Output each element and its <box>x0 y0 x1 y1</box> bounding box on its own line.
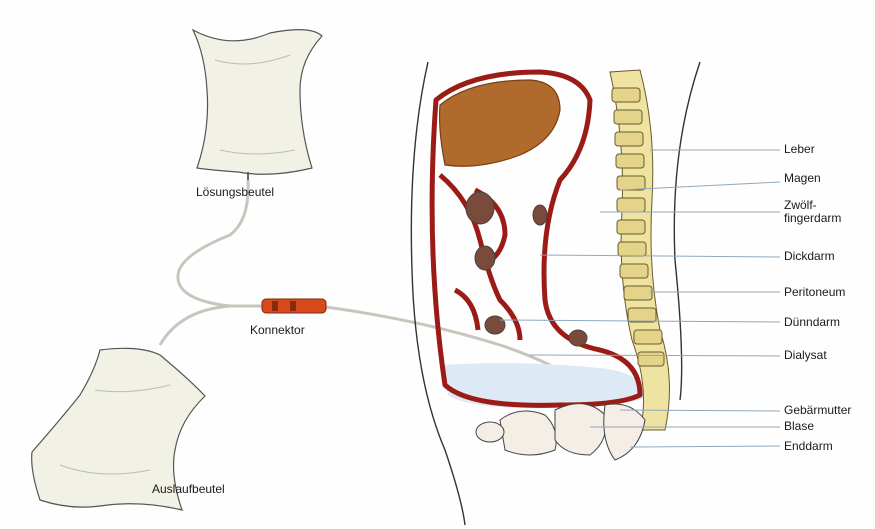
label-blase: Blase <box>784 420 814 433</box>
solution-bag <box>193 30 322 180</box>
liver <box>440 80 560 166</box>
label-fingerdarm: fingerdarm <box>784 212 841 225</box>
drain-bag-label: Auslaufbeutel <box>152 483 225 496</box>
label-leber: Leber <box>784 143 815 156</box>
connector-label: Konnektor <box>250 324 305 337</box>
label-enddarm: Enddarm <box>784 440 833 453</box>
label-magen: Magen <box>784 172 821 185</box>
label-duenndarm: Dünndarm <box>784 316 840 329</box>
label-dialysat: Dialysat <box>784 349 827 362</box>
pelvic-organs <box>476 404 645 460</box>
label-dickdarm: Dickdarm <box>784 250 835 263</box>
connector <box>262 299 326 313</box>
solution-bag-label: Lösungsbeutel <box>196 186 274 199</box>
intestines <box>466 192 587 346</box>
label-peritoneum: Peritoneum <box>784 286 845 299</box>
label-gebaermutter: Gebärmutter <box>784 404 851 417</box>
